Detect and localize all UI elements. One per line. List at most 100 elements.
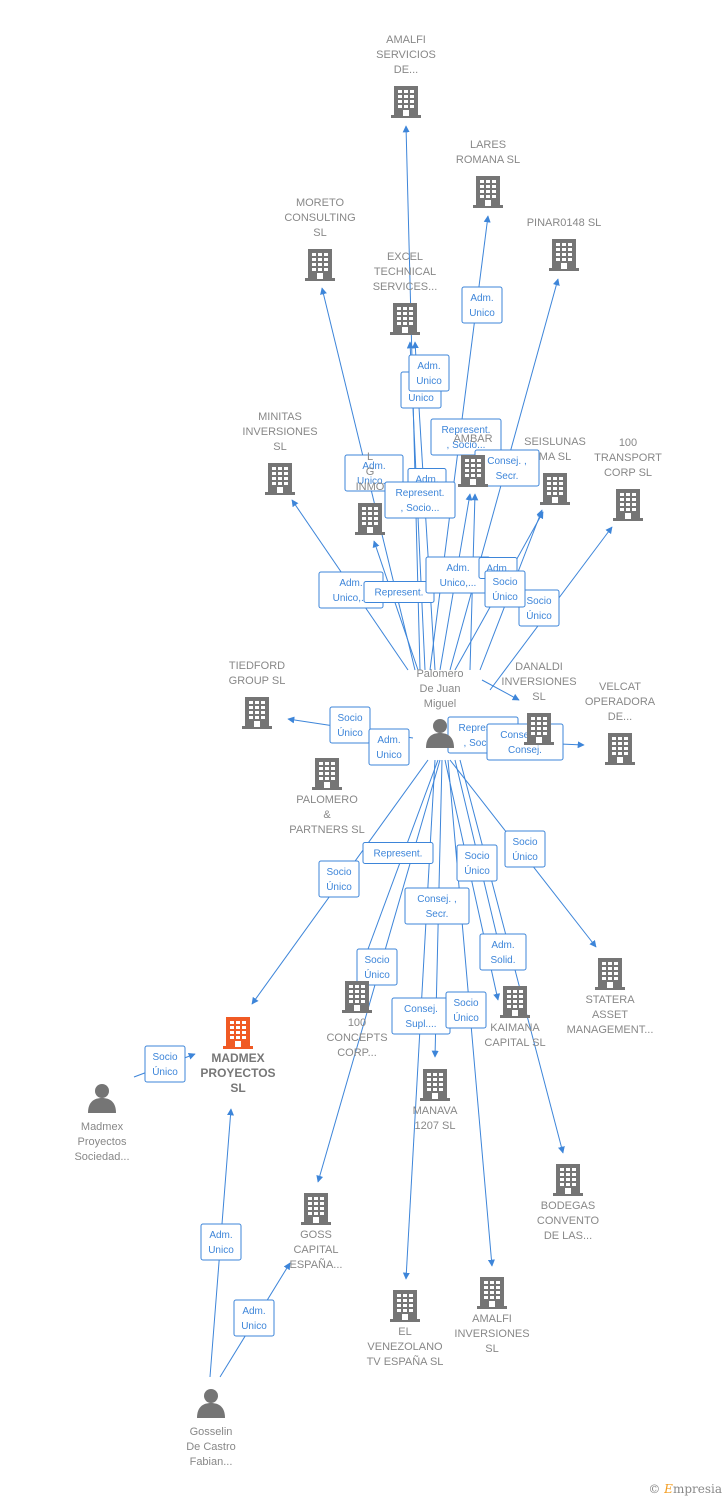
edge-label-text: Consej. , (417, 894, 456, 905)
node-concepts100[interactable]: 100CONCEPTSCORP... (326, 981, 388, 1059)
edge-label-e_ven[interactable]: Consej. Supl.... (391, 997, 451, 1035)
edge-label-e_man[interactable]: Consej. ,Secr. (404, 887, 470, 925)
edge-label-box (404, 887, 470, 925)
building-icon (549, 239, 579, 271)
node-pinar[interactable]: PINAR0148 SL (527, 217, 602, 271)
node-label: 100 (619, 437, 637, 449)
edge-label-e_excel2[interactable]: Adm.Unico (408, 354, 450, 392)
edge-label-e_rep2[interactable]: Represent. (362, 842, 434, 864)
node-label: INMO (356, 481, 385, 493)
node-palomero-partners[interactable]: PALOMERO&PARTNERS SL (289, 758, 365, 836)
building-icon (595, 958, 625, 990)
node-label: EL (398, 1326, 411, 1338)
person-icon (197, 1389, 225, 1418)
edge-label-e_gos1[interactable]: Adm.Unico (200, 1223, 242, 1261)
building-icon (342, 981, 372, 1013)
edge-label-text: Único (453, 1011, 479, 1024)
node-goss[interactable]: GOSSCAPITALESPAÑA... (290, 1193, 343, 1271)
building-icon (390, 1290, 420, 1322)
building-icon (391, 86, 421, 118)
edge-label-text: Unico (416, 376, 442, 387)
building-icon (605, 733, 635, 765)
node-ambar[interactable]: AMBAR (453, 433, 493, 487)
edge-label-box (408, 354, 450, 392)
edge-label-text: , Socio... (464, 738, 503, 749)
edge-line-14 (481, 679, 520, 701)
edge-label-box (368, 728, 410, 766)
edge-label-box (461, 286, 503, 324)
edge-label-e_lares[interactable]: Adm.Unico (461, 286, 503, 324)
edge-label-e_kai2[interactable]: Adm.Solid. (479, 933, 527, 971)
node-label: DANALDI (515, 661, 563, 673)
node-excel[interactable]: EXCEL TECHNICAL SERVICES... (373, 251, 438, 335)
node-label: PINAR0148 SL (527, 217, 602, 229)
node-label: ESPAÑA... (290, 1258, 343, 1271)
node-madmex-soc[interactable]: MadmexProyectosSociedad... (74, 1084, 130, 1163)
edge-label-text: Socio (464, 851, 489, 862)
edge-label-text: Único (526, 609, 552, 622)
edge-label-text: Represent. (374, 849, 423, 860)
node-label: SERVICES... (373, 281, 438, 293)
edge-label-text: Consej. (404, 1004, 438, 1015)
node-statera[interactable]: STATERAASSETMANAGEMENT... (567, 958, 654, 1036)
node-label: SERVICIOS (376, 49, 436, 61)
edge-label-text: Represent. (442, 425, 491, 436)
node-label: TECHNICAL (374, 266, 436, 278)
edge-label-e_lam3[interactable]: Represent., Socio... (384, 481, 456, 519)
edge-label-e_tie2[interactable]: Adm.Unico (368, 728, 410, 766)
brand-initial: E (664, 1482, 673, 1496)
node-label: PROYECTOS (200, 1066, 275, 1080)
edge-label-text: Único (512, 850, 538, 863)
node-label: GROUP SL (229, 675, 286, 687)
node-label: TV ESPAÑA SL (367, 1355, 444, 1368)
edge-label-text: Unico (408, 393, 434, 404)
node-amalfi-serv[interactable]: AMALFISERVICIOSDE... (376, 34, 436, 118)
building-icon (540, 473, 570, 505)
edge-label-e_gos2[interactable]: Adm.Unico (233, 1299, 275, 1337)
node-velcat[interactable]: VELCATOPERADORADE... (585, 681, 656, 765)
node-label: AMALFI (472, 1313, 512, 1325)
node-label: INVERSIONES (454, 1328, 529, 1340)
node-label: Miguel (424, 698, 456, 710)
node-label: Sociedad... (74, 1151, 129, 1163)
node-label: EXCEL (387, 251, 423, 263)
edge-label-e_amb1[interactable]: Represent., Socio... (430, 418, 502, 456)
node-label: Fabian... (190, 1456, 233, 1468)
edge-label-e_rep[interactable]: Represent. (363, 581, 435, 603)
edge-label-box (329, 706, 371, 744)
node-label: DE... (608, 711, 632, 723)
copyright-credit[interactable]: © Empresia (648, 1482, 722, 1496)
edge-label-text: Socio (337, 713, 362, 724)
building-icon (301, 1193, 331, 1225)
edge-label-text: Socio (326, 867, 351, 878)
edge-label-e_amb2[interactable]: Consej. ,Secr. (474, 449, 540, 487)
edge-label-text: Supl.... (405, 1019, 436, 1030)
edge-label-text: Socio (453, 998, 478, 1009)
edge-label-text: Único (492, 590, 518, 603)
